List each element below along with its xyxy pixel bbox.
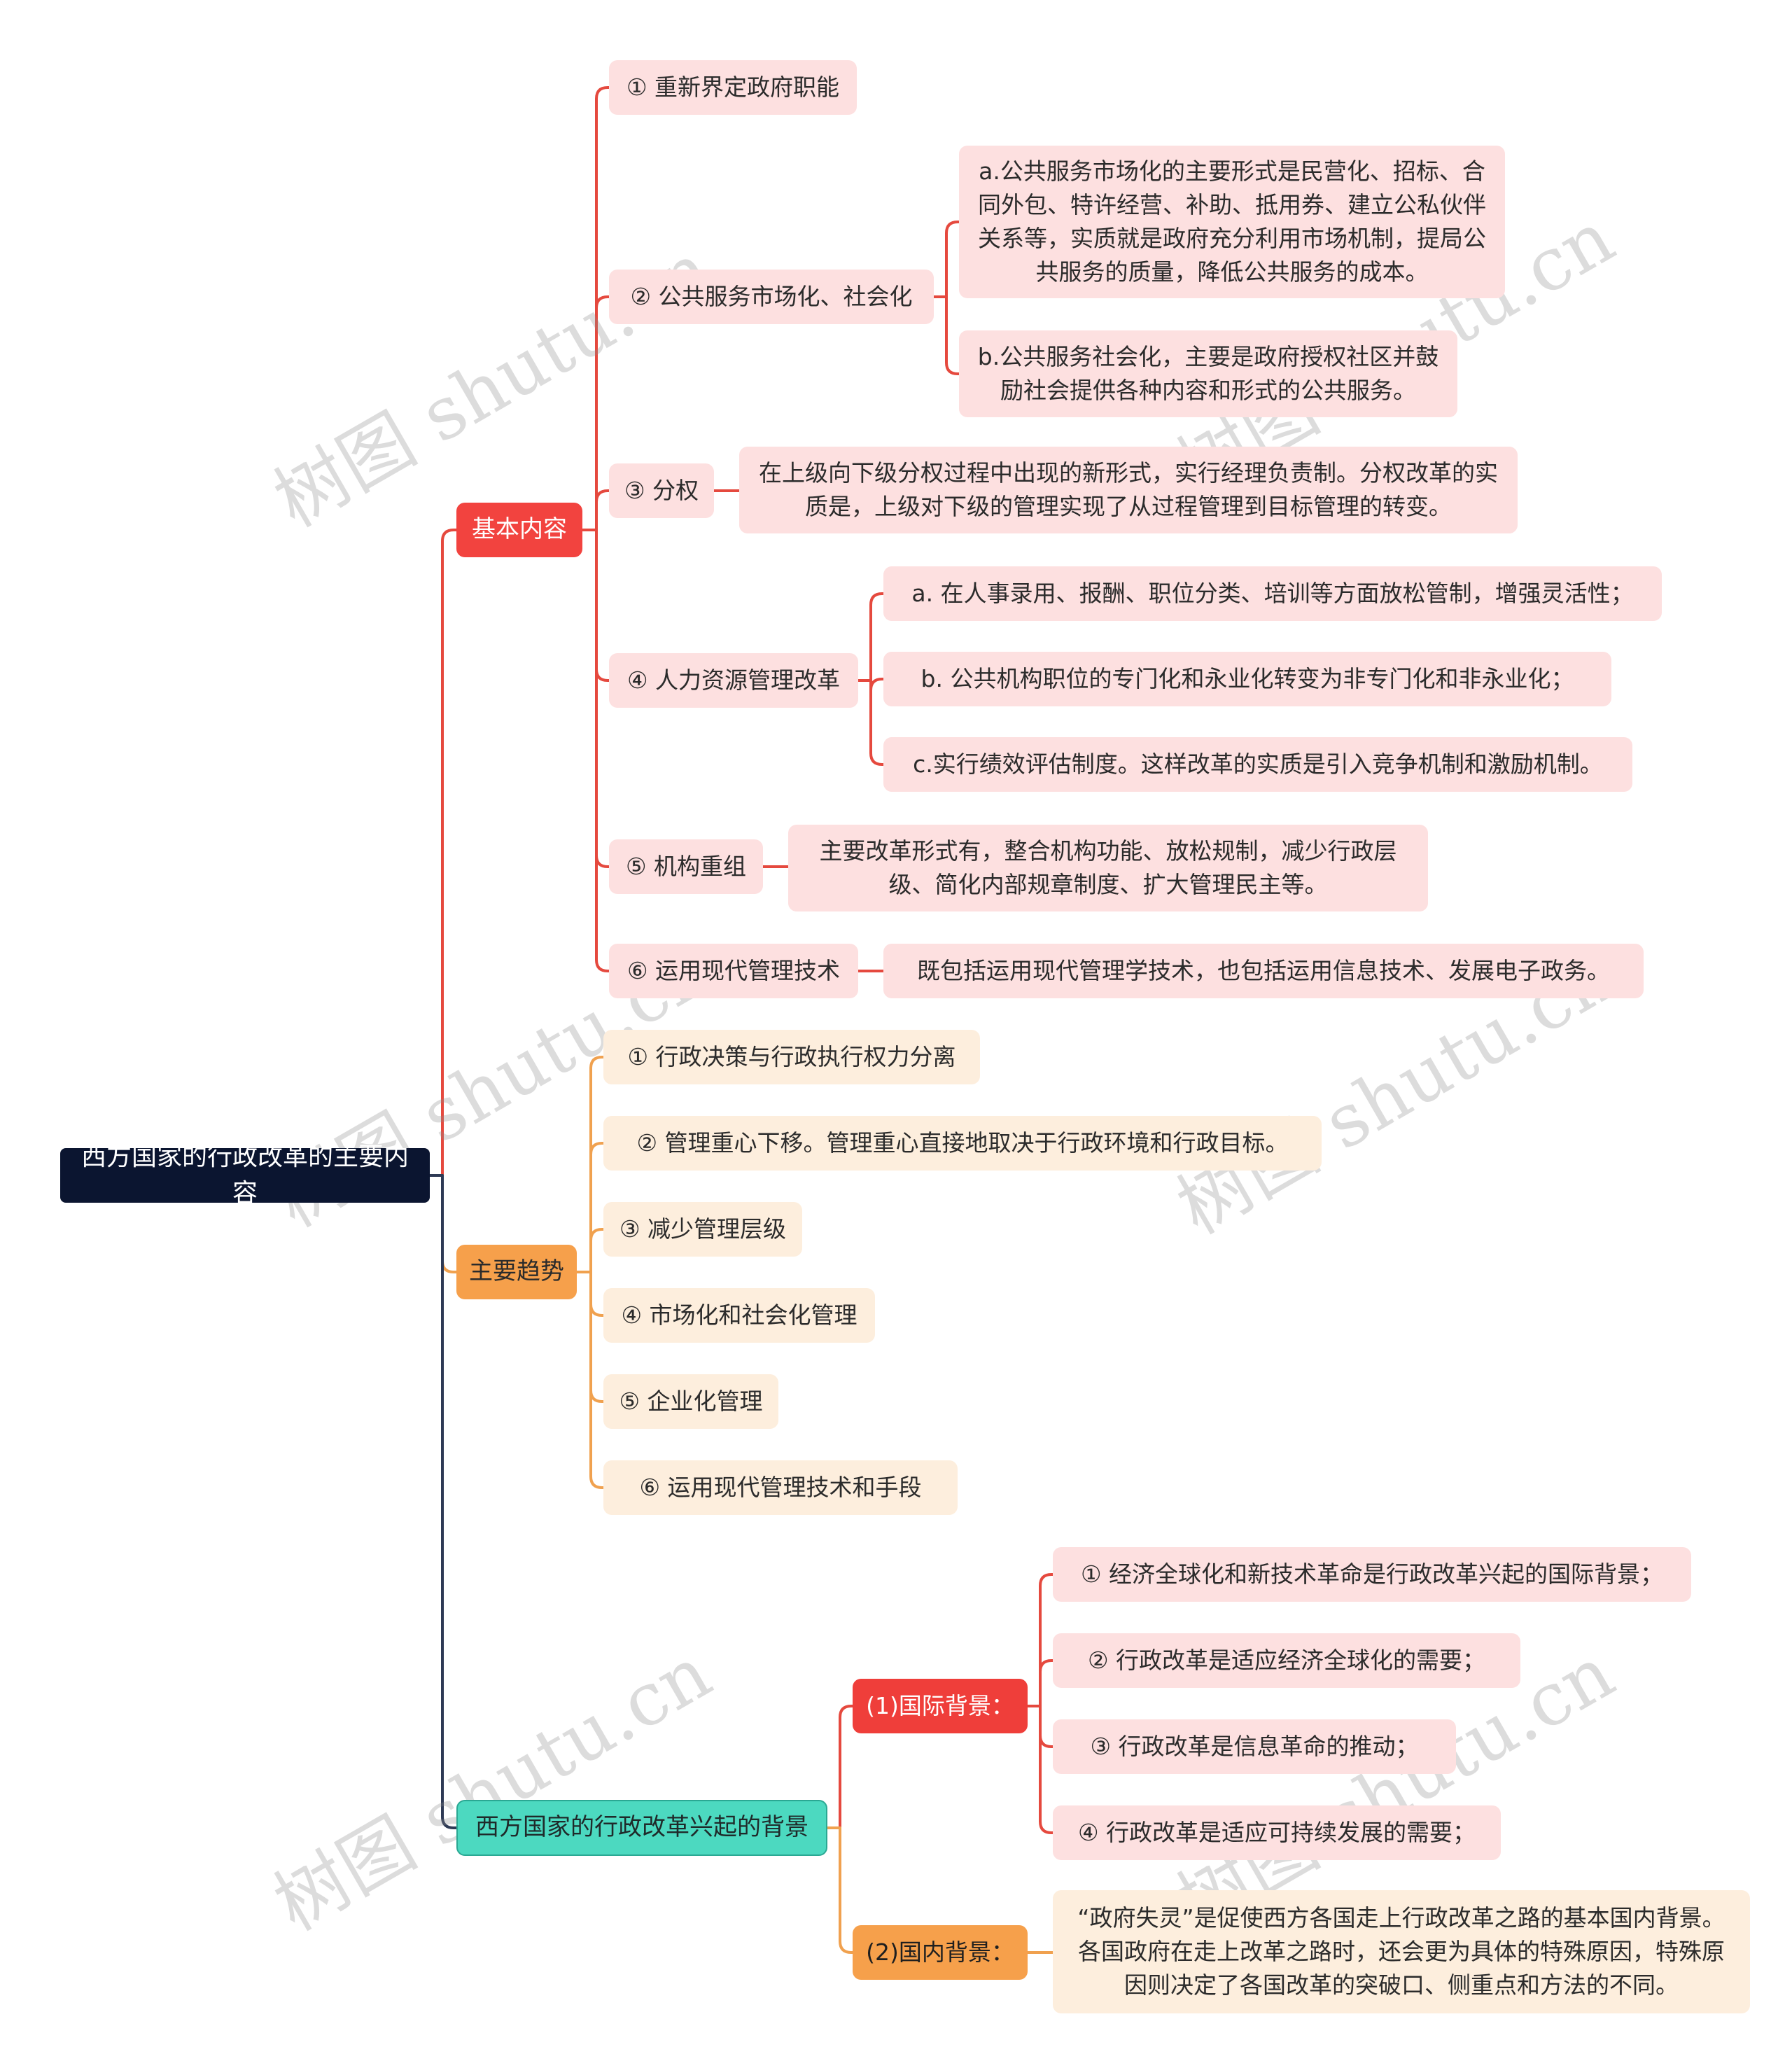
basic-item-5-detail[interactable]: 主要改革形式有，整合机构功能、放松规制，减少行政层级、简化内部规章制度、扩大管理… bbox=[788, 825, 1428, 911]
branch-reform-background[interactable]: 西方国家的行政改革兴起的背景 bbox=[456, 1800, 827, 1856]
basic-links bbox=[595, 529, 610, 868]
international-item-3[interactable]: ③ 行政改革是信息革命的推动； bbox=[1053, 1719, 1456, 1774]
trend-item-2[interactable]: ② 管理重心下移。管理重心直接地取决于行政环境和行政目标。 bbox=[603, 1116, 1322, 1171]
basic-item-2-detail-b[interactable]: b.公共服务社会化，主要是政府授权社区并鼓励社会提供各种内容和形式的公共服务。 bbox=[959, 330, 1457, 417]
branch-basic-content[interactable]: 基本内容 bbox=[456, 503, 582, 557]
trend-links bbox=[589, 1228, 605, 1273]
branch-main-trends[interactable]: 主要趋势 bbox=[456, 1245, 577, 1299]
basic-item-4[interactable]: ④ 人力资源管理改革 bbox=[609, 653, 858, 708]
root-link-trends bbox=[441, 1174, 458, 1273]
international-links bbox=[1039, 1705, 1054, 1748]
basic-item-2-detail-a[interactable]: a.公共服务市场化的主要形式是民营化、招标、合同外包、特许经营、补助、抵用券、建… bbox=[959, 146, 1505, 298]
international-background[interactable]: (1)国际背景： bbox=[853, 1679, 1028, 1733]
background-link-international bbox=[839, 1705, 854, 1829]
basic-item-2-links bbox=[945, 295, 960, 375]
basic-item-4-detail-a[interactable]: a. 在人事录用、报酬、职位分类、培训等方面放松管制，增强灵活性； bbox=[883, 566, 1662, 621]
trend-links bbox=[589, 1271, 605, 1489]
basic-item-4-links bbox=[869, 678, 885, 691]
trend-links bbox=[589, 1056, 605, 1273]
basic-item-4-links bbox=[869, 592, 885, 682]
international-links bbox=[1039, 1659, 1054, 1707]
basic-item-4-detail-c[interactable]: c.实行绩效评估制度。这样改革的实质是引入竞争机制和激励机制。 bbox=[883, 737, 1632, 792]
basic-item-6[interactable]: ⑥ 运用现代管理技术 bbox=[609, 944, 858, 998]
basic-links bbox=[595, 86, 610, 531]
root-link-background bbox=[441, 1174, 458, 1829]
basic-item-1[interactable]: ① 重新界定政府职能 bbox=[609, 60, 857, 115]
basic-item-4-detail-b[interactable]: b. 公共机构职位的专门化和永业化转变为非专门化和非永业化； bbox=[883, 652, 1611, 706]
trend-item-4[interactable]: ④ 市场化和社会化管理 bbox=[603, 1288, 875, 1343]
international-item-1[interactable]: ① 经济全球化和新技术革命是行政改革兴起的国际背景； bbox=[1053, 1547, 1691, 1602]
international-item-4[interactable]: ④ 行政改革是适应可持续发展的需要； bbox=[1053, 1805, 1501, 1860]
trend-item-3[interactable]: ③ 减少管理层级 bbox=[603, 1202, 802, 1257]
basic-item-6-detail[interactable]: 既包括运用现代管理学技术，也包括运用信息技术、发展电子政务。 bbox=[883, 944, 1644, 998]
basic-item-2[interactable]: ② 公共服务市场化、社会化 bbox=[609, 270, 934, 324]
basic-links bbox=[595, 529, 610, 972]
trend-links bbox=[589, 1142, 605, 1273]
basic-item-3-detail[interactable]: 在上级向下级分权过程中出现的新形式，实行经理负责制。分权改革的实质是，上级对下级… bbox=[739, 447, 1518, 533]
international-item-2[interactable]: ② 行政改革是适应经济全球化的需要； bbox=[1053, 1633, 1520, 1688]
background-link-domestic bbox=[839, 1826, 854, 1954]
trend-item-6[interactable]: ⑥ 运用现代管理技术和手段 bbox=[603, 1460, 958, 1515]
basic-item-5[interactable]: ⑤ 机构重组 bbox=[609, 839, 763, 894]
trend-item-5[interactable]: ⑤ 企业化管理 bbox=[603, 1374, 778, 1429]
trend-item-1[interactable]: ① 行政决策与行政执行权力分离 bbox=[603, 1030, 980, 1084]
basic-links bbox=[595, 295, 610, 531]
trend-links bbox=[589, 1271, 605, 1317]
basic-item-2-links bbox=[945, 221, 960, 298]
international-links bbox=[1039, 1573, 1054, 1707]
trend-links bbox=[589, 1271, 605, 1403]
domestic-detail[interactable]: “政府失灵”是促使西方各国走上行政改革之路的基本国内背景。各国政府在走上改革之路… bbox=[1053, 1890, 1750, 2013]
root-node[interactable]: 西方国家的行政改革的主要内容 bbox=[60, 1143, 430, 1208]
basic-links bbox=[595, 489, 610, 531]
root-link-basic bbox=[441, 529, 458, 1177]
basic-links bbox=[595, 529, 610, 682]
international-links bbox=[1039, 1705, 1054, 1834]
basic-item-4-links bbox=[869, 679, 885, 766]
domestic-background[interactable]: (2)国内背景： bbox=[853, 1925, 1028, 1980]
basic-item-3[interactable]: ③ 分权 bbox=[609, 463, 714, 518]
